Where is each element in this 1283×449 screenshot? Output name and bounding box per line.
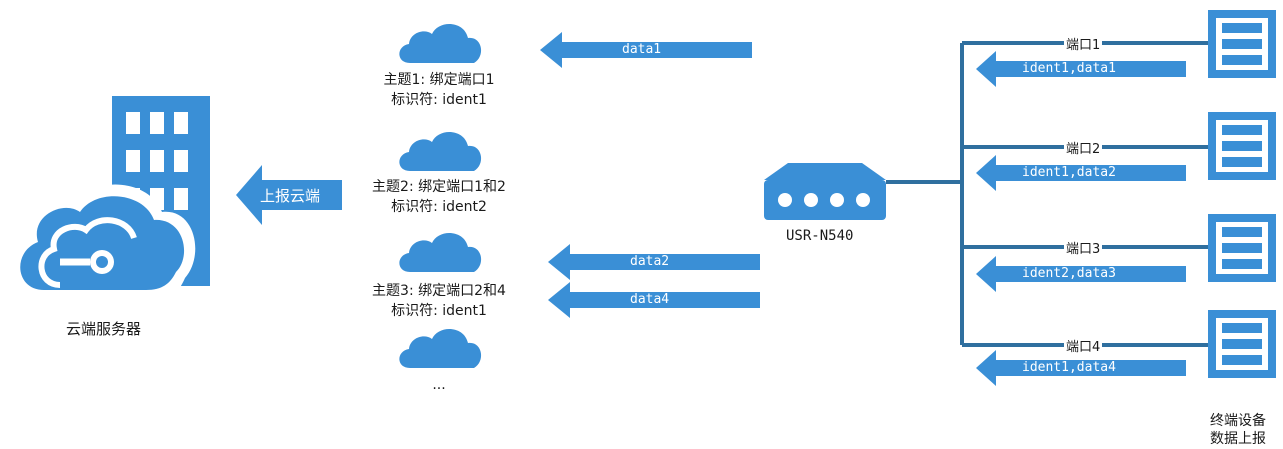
port-arrow-1 — [976, 51, 1186, 87]
server-label: 云端服务器 — [66, 320, 142, 338]
server-icon — [1208, 10, 1276, 78]
topic-1-line2: 标识符: ident1 — [391, 92, 487, 108]
topic-1-line1: 主题1: 绑定端口1 — [383, 72, 495, 88]
data-arrow-1-label: data1 — [622, 42, 662, 57]
port-arrow-3 — [976, 256, 1186, 292]
port-4-payload: ident1,data4 — [1022, 360, 1116, 375]
device-label: USR-N540 — [786, 228, 854, 244]
port-3-payload: ident2,data3 — [1022, 266, 1116, 281]
data-arrow-3-label: data4 — [630, 292, 670, 307]
topic-2-line2: 标识符: ident2 — [391, 199, 487, 215]
topic-3-line2: 标识符: ident1 — [391, 303, 487, 319]
port-2-label: 端口2 — [1064, 138, 1103, 157]
terminal-caption-line1: 终端设备 — [1210, 413, 1266, 429]
data-arrow-2 — [548, 244, 760, 280]
port-1-payload: ident1,data1 — [1022, 61, 1116, 76]
server-icon — [1208, 310, 1276, 378]
topic-3-line1: 主题3: 绑定端口2和4 — [372, 283, 506, 299]
cloud-building-icon — [10, 96, 210, 300]
port-3-label: 端口3 — [1064, 238, 1103, 257]
data-arrow-1 — [540, 32, 752, 68]
port-arrow-4 — [976, 350, 1186, 386]
upload-label: 上报云端 — [260, 187, 321, 205]
server-icon — [1208, 214, 1276, 282]
cloud-icon — [399, 23, 482, 63]
port-4-label: 端口4 — [1064, 336, 1103, 355]
terminal-caption-line2: 数据上报 — [1210, 431, 1266, 447]
port-1-label: 端口1 — [1064, 34, 1103, 53]
router-icon — [764, 163, 886, 220]
cloud-icon — [399, 232, 482, 272]
cloud-icon — [399, 328, 482, 368]
data-arrow-2-label: data2 — [630, 254, 670, 269]
port-arrow-2 — [976, 155, 1186, 191]
topic-2-line1: 主题2: 绑定端口1和2 — [372, 179, 506, 195]
port-2-payload: ident1,data2 — [1022, 165, 1116, 180]
upload-arrow — [236, 165, 342, 225]
data-arrow-3 — [548, 282, 760, 318]
server-icon — [1208, 112, 1276, 180]
cloud-icon — [399, 131, 482, 171]
topic-more-ellipsis: ... — [432, 377, 446, 393]
port-connector-lines — [886, 41, 1208, 347]
